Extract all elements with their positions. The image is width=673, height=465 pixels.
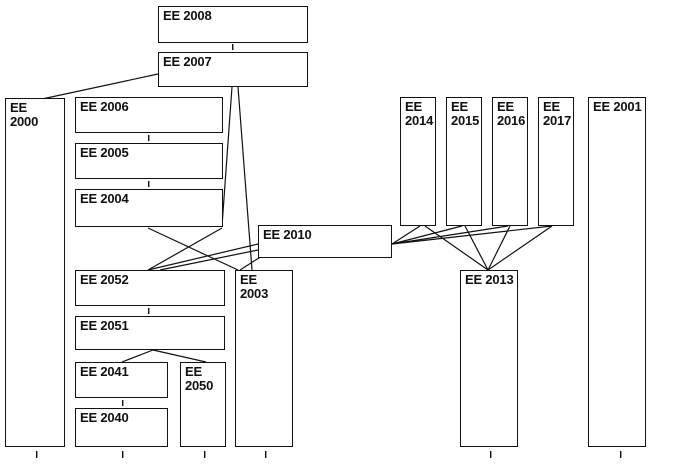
box-ee2041: EE 2041	[75, 362, 168, 398]
box-ee2051: EE 2051	[75, 316, 225, 350]
tick-2040-2041	[122, 400, 124, 406]
label-ee2005: EE 2005	[80, 145, 129, 160]
tick-2007-2008	[232, 44, 234, 50]
box-ee2000: EE 2000	[5, 98, 65, 447]
label-ee2017: EE 2017	[543, 99, 572, 128]
tick-2004-2005	[148, 181, 150, 187]
box-ee2015: EE 2015	[446, 97, 482, 226]
link-2014-2013	[424, 225, 489, 271]
link-2007-2003	[237, 86, 253, 271]
label-ee2013: EE 2013	[465, 272, 514, 287]
box-ee2052: EE 2052	[75, 270, 225, 306]
label-ee2016: EE 2016	[497, 99, 526, 128]
tick-bottom-2001	[620, 451, 622, 458]
link-2015-2010	[391, 225, 463, 245]
label-ee2041: EE 2041	[80, 364, 129, 379]
link-2017-2010	[391, 225, 553, 245]
box-ee2004: EE 2004	[75, 189, 223, 227]
tick-bottom-2050	[204, 451, 206, 458]
box-ee2001: EE 2001	[588, 97, 646, 447]
link-2015-2013	[464, 225, 489, 271]
box-ee2014: EE 2014	[400, 97, 436, 226]
tick-2051-2052	[148, 308, 150, 314]
link-2007-2000	[41, 73, 159, 100]
box-ee2050: EE 2050	[180, 362, 226, 447]
label-ee2015: EE 2015	[451, 99, 480, 128]
label-ee2052: EE 2052	[80, 272, 129, 287]
box-ee2006: EE 2006	[75, 97, 223, 133]
label-ee2000: EE 2000	[10, 100, 39, 129]
label-ee2001: EE 2001	[593, 99, 642, 114]
box-ee2003: EE 2003	[235, 270, 293, 447]
link-2010-2052-a	[147, 243, 259, 271]
link-2014-2010	[391, 225, 421, 245]
link-cross-b	[147, 227, 223, 271]
link-2051-2050	[152, 349, 207, 363]
link-2017-2013	[487, 225, 553, 271]
link-2007-2004	[221, 86, 233, 227]
link-2010-2052-b	[159, 249, 259, 271]
tick-bottom-2000	[36, 451, 38, 458]
tick-2005-2006	[148, 135, 150, 141]
box-ee2008: EE 2008	[158, 6, 308, 43]
tick-bottom-2040	[122, 451, 124, 458]
box-ee2040: EE 2040	[75, 408, 168, 447]
label-ee2004: EE 2004	[80, 191, 129, 206]
box-ee2005: EE 2005	[75, 143, 223, 179]
label-ee2006: EE 2006	[80, 99, 129, 114]
box-ee2010: EE 2010	[258, 225, 392, 258]
label-ee2050: EE 2050	[185, 364, 214, 393]
label-ee2051: EE 2051	[80, 318, 129, 333]
label-ee2010: EE 2010	[263, 227, 312, 242]
link-cross-a	[147, 227, 239, 271]
tick-bottom-2003	[265, 451, 267, 458]
tick-bottom-2013	[490, 451, 492, 458]
link-2016-2013	[487, 225, 511, 271]
box-ee2017: EE 2017	[538, 97, 574, 226]
arrow-ticks	[36, 44, 622, 458]
box-ee2013: EE 2013	[460, 270, 518, 447]
label-ee2040: EE 2040	[80, 410, 129, 425]
label-ee2008: EE 2008	[163, 8, 212, 23]
link-2016-2010	[391, 225, 509, 245]
label-ee2007: EE 2007	[163, 54, 212, 69]
label-ee2014: EE 2014	[405, 99, 434, 128]
box-ee2007: EE 2007	[158, 52, 308, 87]
label-ee2003: EE 2003	[240, 272, 269, 301]
link-2051-2041	[121, 349, 154, 363]
link-2010-2003	[239, 255, 263, 271]
box-ee2016: EE 2016	[492, 97, 528, 226]
